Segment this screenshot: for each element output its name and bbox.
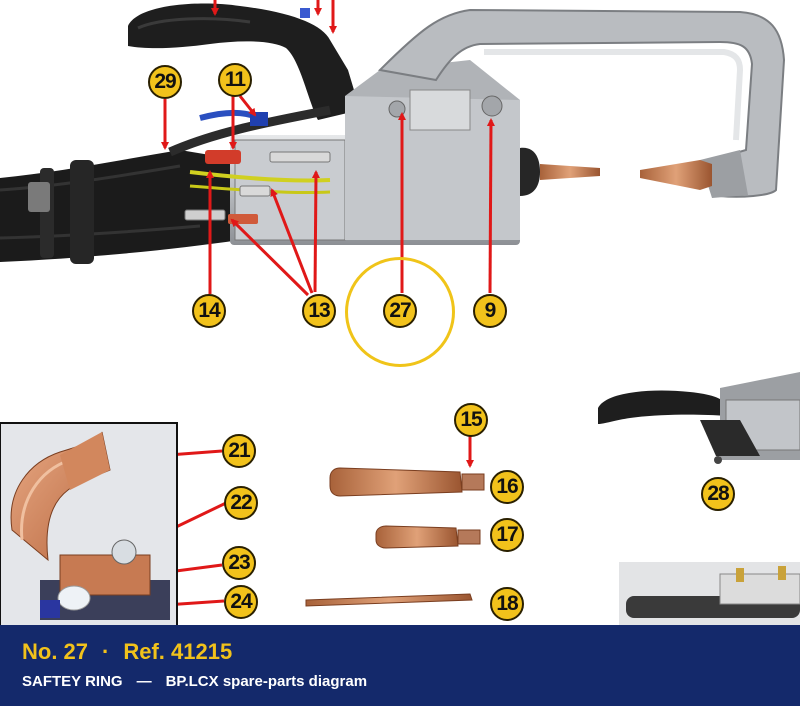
callout-17[interactable]: 17 — [490, 518, 524, 552]
diagram-artwork — [0, 0, 800, 625]
part-number: No. 27 — [22, 639, 89, 664]
small-gun-image — [598, 372, 800, 464]
callout-27[interactable]: 27 — [383, 294, 417, 328]
caption-bar: No. 27 · Ref. 41215 SAFTEY RING — BP.LCX spa… — [0, 625, 800, 706]
caption-title: No. 27 · Ref. 41215 — [22, 639, 232, 665]
callout-16[interactable]: 16 — [490, 470, 524, 504]
callout-11[interactable]: 11 — [218, 63, 252, 97]
callout-22[interactable]: 22 — [224, 486, 258, 520]
separator-dash: — — [136, 673, 152, 690]
electrode-caps-image — [305, 467, 485, 607]
callout-29[interactable]: 29 — [148, 65, 182, 99]
highlight-ring — [345, 257, 455, 367]
inset-photo-copper-arm — [0, 422, 178, 625]
callout-24[interactable]: 24 — [224, 585, 258, 619]
callout-13[interactable]: 13 — [302, 294, 336, 328]
part-reference: Ref. 41215 — [123, 639, 233, 664]
callout-23[interactable]: 23 — [222, 546, 256, 580]
welding-gun-image — [0, 3, 786, 264]
diagram-name: BP.LCX spare-parts diagram — [165, 673, 368, 690]
callout-21[interactable]: 21 — [222, 434, 256, 468]
caption-subtitle: SAFTEY RING — BP.LCX spare-parts diagram — [22, 673, 367, 690]
part-name: SAFTEY RING — [22, 673, 123, 690]
callout-18[interactable]: 18 — [490, 587, 524, 621]
callout-28[interactable]: 28 — [701, 477, 735, 511]
callout-14[interactable]: 14 — [192, 294, 226, 328]
rod-photo — [619, 562, 800, 625]
callout-15[interactable]: 15 — [454, 403, 488, 437]
separator-dot: · — [102, 639, 110, 664]
callout-9[interactable]: 9 — [473, 294, 507, 328]
